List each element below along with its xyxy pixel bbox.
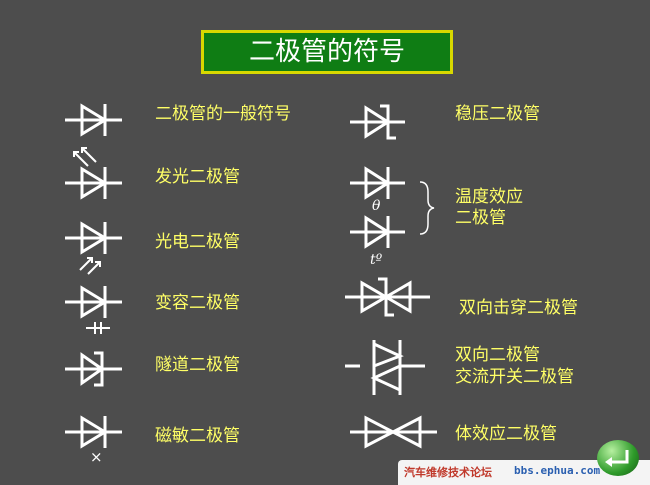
label-photodiode: 光电二极管	[155, 232, 240, 252]
page-title: 二极管的符号	[201, 30, 453, 74]
bidirectional-breakdown-diode-icon	[345, 277, 430, 317]
bulk-effect-diode-icon	[350, 415, 437, 449]
label-ac-line2: 交流开关二极管	[455, 367, 574, 387]
general-diode-icon	[65, 103, 122, 137]
watermark-url: bbs.ephua.com	[514, 464, 601, 477]
ac-switch-diode-icon	[345, 340, 425, 395]
photodiode-icon	[65, 221, 122, 275]
watermark-site-name: 汽车维修技术论坛	[404, 466, 492, 479]
temp-diode-upper-icon	[350, 166, 405, 200]
brace-icon	[419, 181, 435, 235]
theta-label: θ	[372, 198, 381, 214]
tunnel-diode-icon	[65, 351, 122, 387]
magnetic-mark: ×	[90, 448, 103, 466]
label-temp-line2: 二极管	[455, 208, 506, 228]
label-varactor: 变容二极管	[155, 293, 240, 313]
varactor-icon	[65, 285, 122, 334]
label-bidirectional-breakdown: 双向击穿二极管	[459, 298, 578, 318]
enter-return-icon	[605, 450, 629, 467]
label-bulk-effect: 体效应二极管	[455, 424, 557, 444]
label-ac-line1: 双向二极管	[455, 345, 540, 365]
temp-diode-lower-icon	[350, 215, 405, 249]
label-magnetic-diode: 磁敏二极管	[155, 426, 240, 446]
led-icon	[65, 147, 122, 200]
label-general-diode: 二极管的一般符号	[155, 104, 291, 124]
enter-return-button[interactable]	[597, 440, 639, 476]
label-led: 发光二极管	[155, 167, 240, 187]
label-zener: 稳压二极管	[455, 104, 540, 124]
label-tunnel-diode: 隧道二极管	[155, 355, 240, 375]
t-degree-label: tº	[370, 252, 383, 268]
zener-diode-icon	[350, 104, 405, 140]
magnetic-diode-icon	[65, 415, 122, 449]
label-temp-line1: 温度效应	[455, 187, 523, 207]
